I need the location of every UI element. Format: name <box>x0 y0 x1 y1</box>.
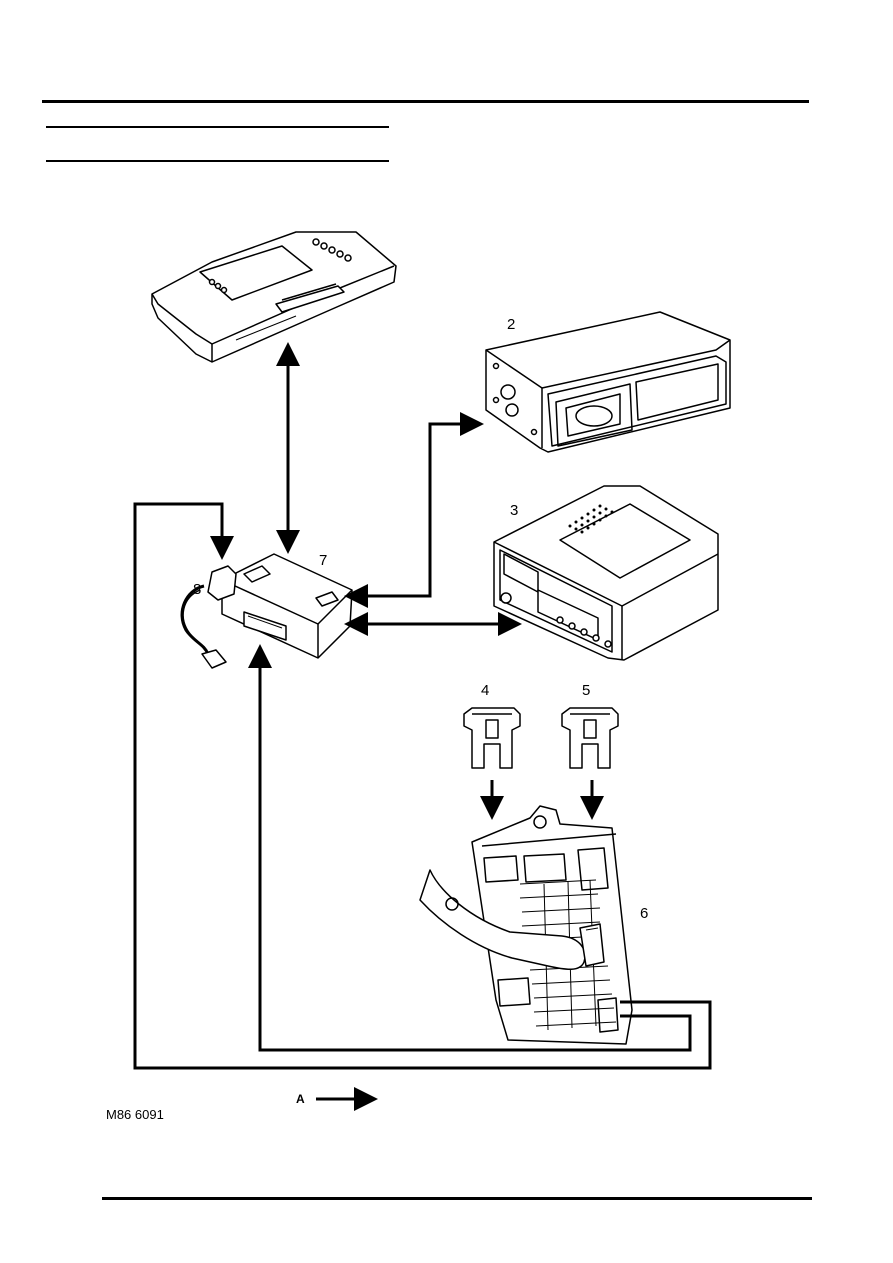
legend-arrow-label: A <box>296 1092 305 1106</box>
callout-3: 3 <box>510 502 519 519</box>
header-rule-main <box>42 100 809 103</box>
radio-cassette-unit <box>493 485 719 661</box>
callout-5: 5 <box>582 682 591 699</box>
callout-6: 6 <box>640 905 649 922</box>
cd-changer <box>485 311 731 453</box>
figure-code: M86 6091 <box>106 1107 164 1122</box>
callout-7: 7 <box>319 552 328 569</box>
callout-8: 8 <box>193 581 202 598</box>
header-rule-short-1 <box>46 126 389 128</box>
fuse-5 <box>561 707 619 769</box>
remote-control-unit <box>151 231 397 363</box>
footer-rule <box>102 1197 812 1200</box>
fuse-box <box>419 805 633 1045</box>
callout-4: 4 <box>481 682 490 699</box>
fuse-4 <box>463 707 521 769</box>
callout-2: 2 <box>507 316 516 333</box>
connection-lines <box>133 342 712 1111</box>
control-module <box>180 553 353 669</box>
header-rule-short-2 <box>46 160 389 162</box>
